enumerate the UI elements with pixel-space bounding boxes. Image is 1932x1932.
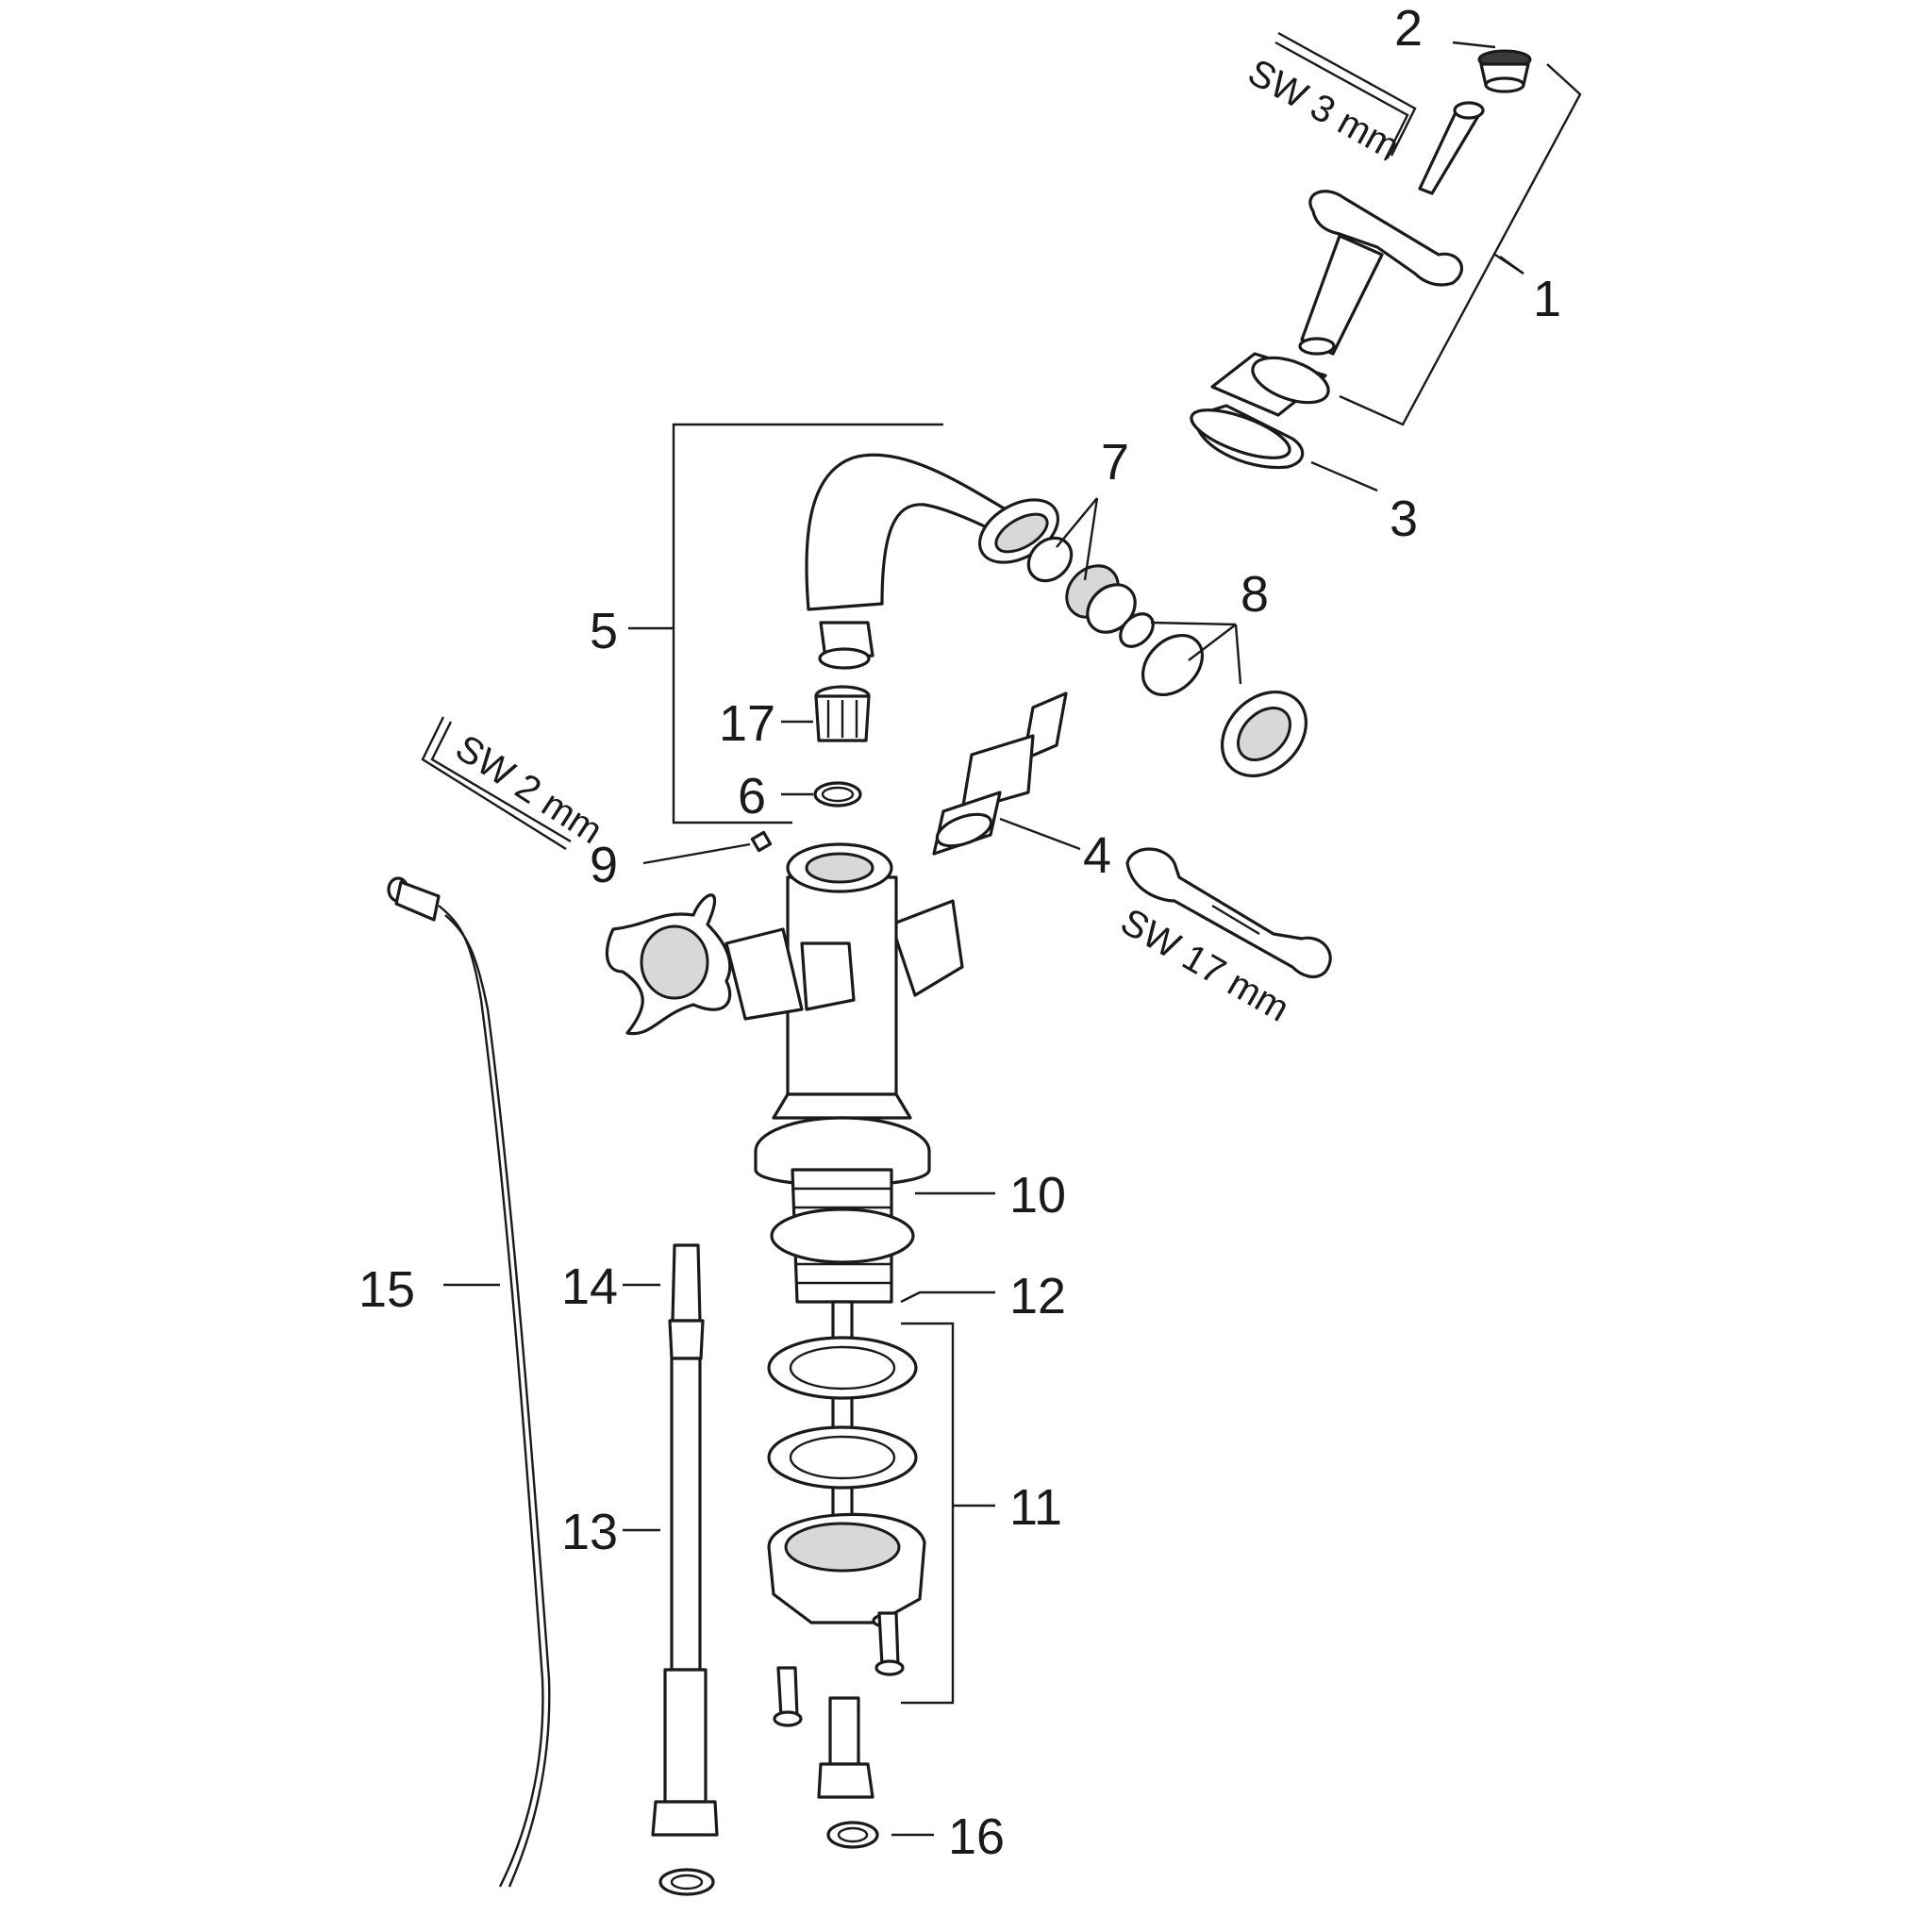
callout-5: 5 [590, 603, 618, 659]
part-8-aerator [1119, 612, 1308, 778]
hex-key-2mm-icon [421, 716, 572, 851]
wrench-17mm-icon [1125, 847, 1332, 979]
callout-11: 11 [1009, 1479, 1062, 1536]
part-7-seals [1026, 536, 1137, 634]
bracket-5 [672, 423, 943, 824]
part-4-cartridge [932, 691, 1068, 856]
callout-6: 6 [738, 768, 766, 824]
hex-key-3mm-icon [1274, 31, 1417, 161]
part-11-washer-set [767, 1336, 926, 1799]
part-10-threaded-shank [770, 1168, 915, 1304]
callout-2: 2 [1394, 0, 1423, 57]
part-6-oring [813, 781, 862, 808]
callout-3: 3 [1390, 491, 1418, 547]
part-2-cap-nut [1477, 49, 1532, 93]
callout-13: 13 [561, 1504, 618, 1560]
callout-17: 17 [719, 695, 775, 752]
callout-15: 15 [358, 1261, 415, 1318]
callout-4: 4 [1083, 827, 1111, 884]
callout-labels: 1 2 3 4 5 6 7 8 9 10 11 12 13 14 15 16 1… [358, 0, 1561, 1865]
part-9-grub-screw [750, 830, 773, 853]
part-15-pull-rod [387, 876, 551, 1888]
faucet-body [605, 842, 964, 1188]
callout-9: 9 [590, 837, 618, 893]
part-16-washer [826, 1821, 879, 1849]
bracket-1 [1339, 63, 1582, 426]
leader-lines [443, 41, 1524, 1837]
callout-7: 7 [1101, 434, 1129, 491]
part-1-handle-assembly [1298, 101, 1485, 356]
callout-16: 16 [948, 1808, 1005, 1865]
hose-washer [658, 1868, 715, 1896]
callout-8: 8 [1241, 566, 1269, 623]
part-5-spout [805, 453, 1060, 670]
part-3-sleeve [1190, 352, 1330, 470]
part-13-flex-hose [651, 1243, 719, 1837]
callout-12: 12 [1009, 1268, 1066, 1324]
part-17-insert [814, 685, 871, 742]
callout-10: 10 [1009, 1167, 1066, 1224]
callout-14: 14 [561, 1258, 618, 1315]
tool-label-sw17: SW 17 mm [1114, 901, 1296, 1030]
callout-1: 1 [1533, 271, 1561, 327]
